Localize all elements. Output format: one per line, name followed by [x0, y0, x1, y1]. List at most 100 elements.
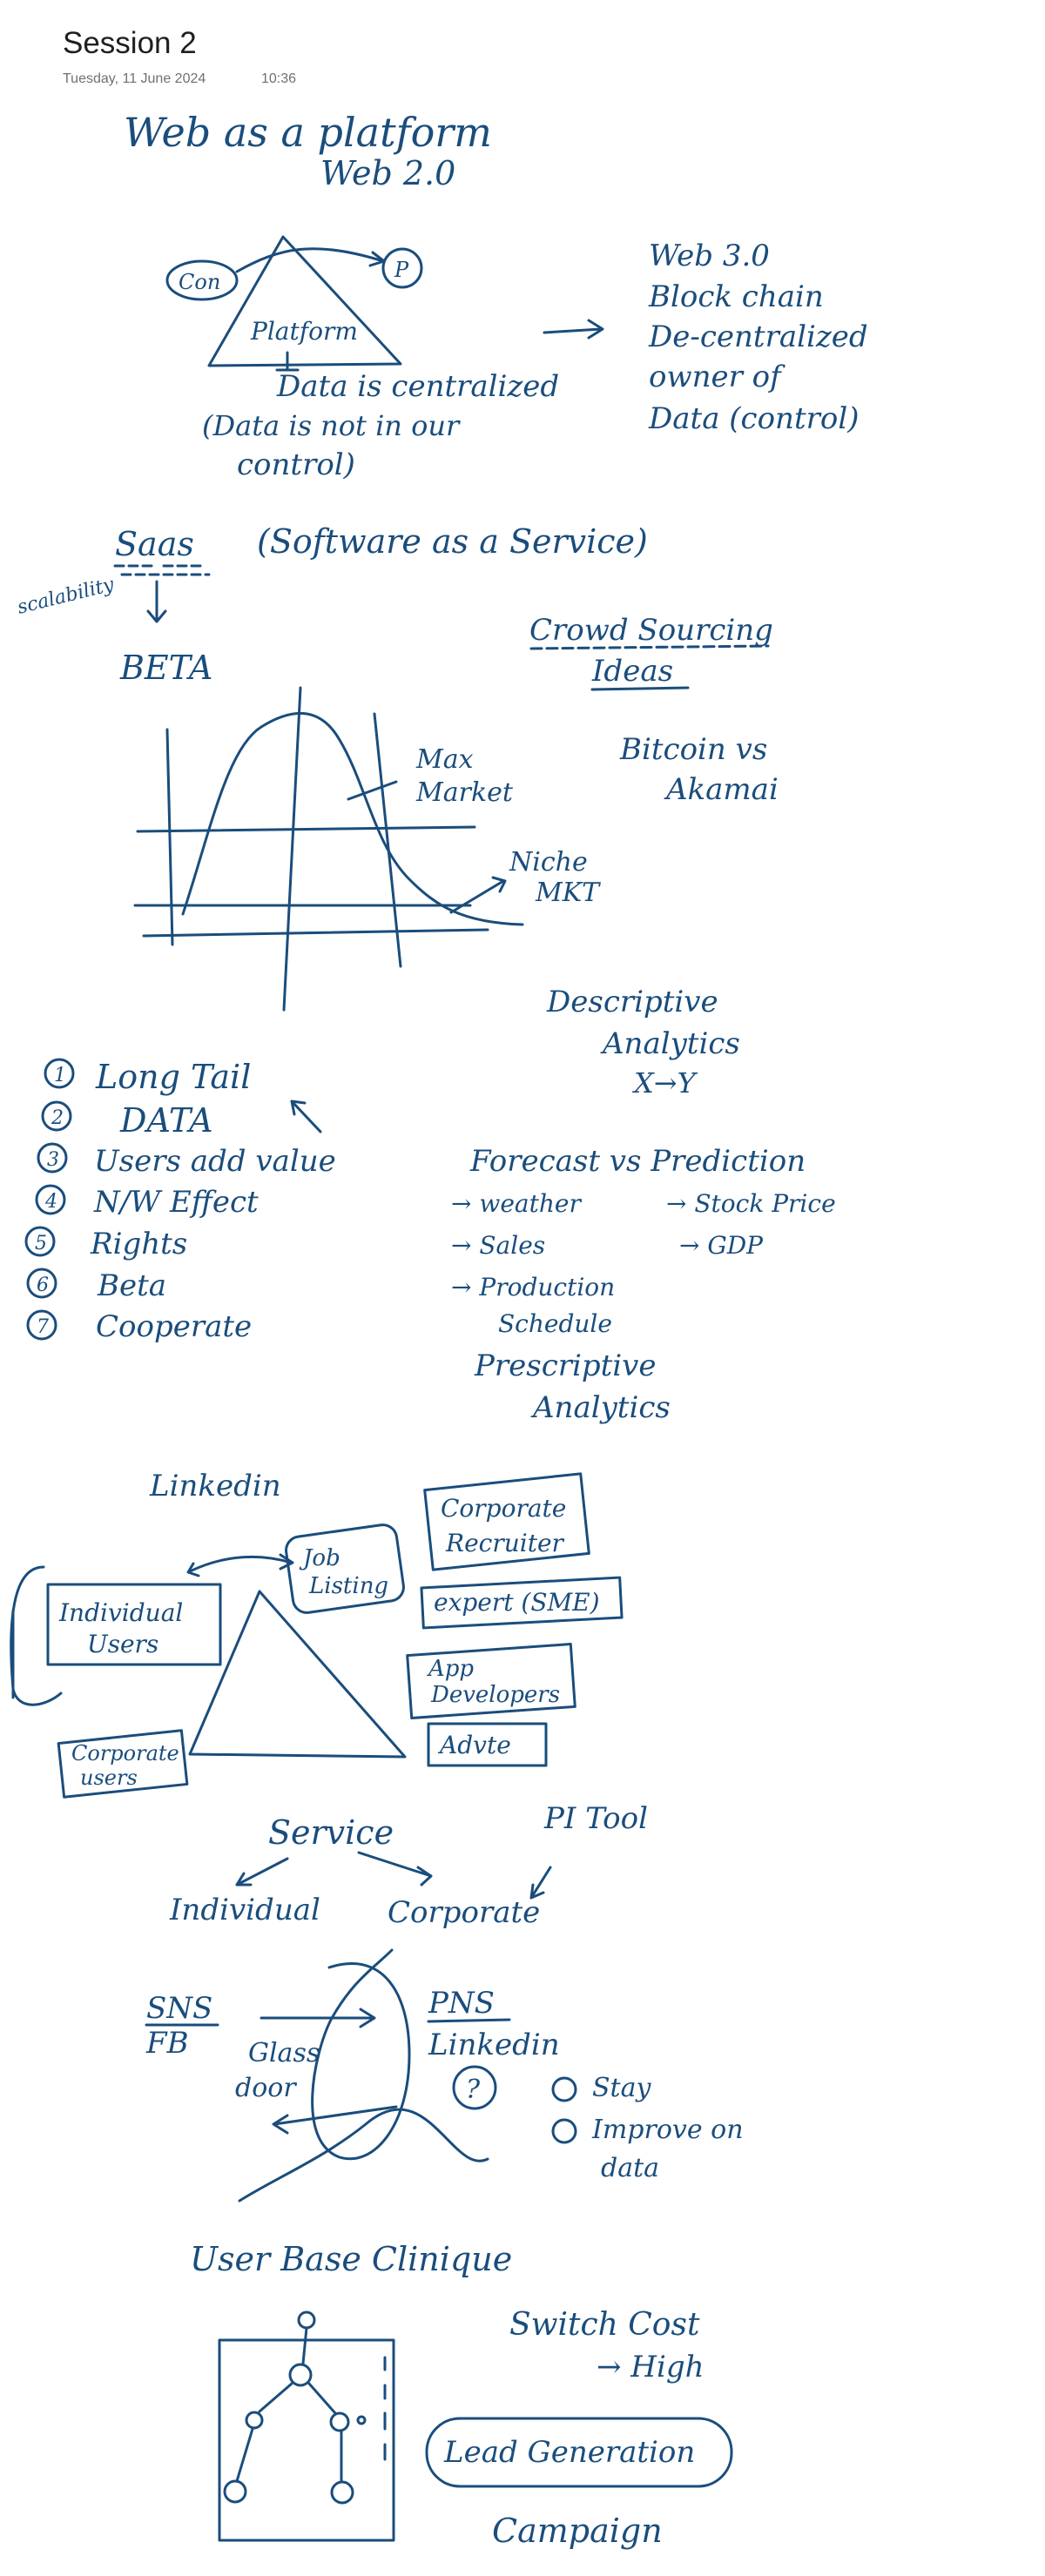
saas-full: (Software as a Service) [257, 522, 648, 561]
web3-line-4: owner of [649, 360, 785, 394]
scalability-arrow [146, 580, 167, 623]
pns-underline [427, 2018, 511, 2023]
arrow-head [368, 251, 386, 267]
individual-users-2: Users [87, 1630, 158, 1658]
descriptive-2: Analytics [600, 1026, 740, 1061]
descriptive-1: Descriptive [546, 985, 718, 1019]
tree-link [301, 2326, 308, 2365]
saas-underline [113, 564, 211, 576]
web3-line-1: Web 3.0 [649, 239, 770, 273]
corporate-recruiter-2: Recruiter [445, 1529, 565, 1557]
bitcoin-label: Bitcoin vs [619, 732, 767, 767]
question-mark: ? [466, 2075, 481, 2105]
tree-link [235, 2427, 254, 2483]
list-number: 2 [51, 1107, 64, 1129]
tree-node [245, 2411, 264, 2430]
web3-line-5: Data (control) [648, 401, 859, 436]
consumer-circle [165, 259, 239, 301]
question-circle [452, 2065, 497, 2110]
pitool-label: PI Tool [543, 1801, 648, 1836]
sns-pns-arrow [260, 2008, 376, 2028]
long-tail-curve [181, 712, 524, 926]
individual-loop [10, 1565, 63, 1706]
page-time: 10:36 [261, 71, 297, 86]
max-market-1: Max [415, 744, 474, 775]
forecast-vs-prediction: Forecast vs Prediction [469, 1144, 806, 1179]
data-arrow [290, 1100, 322, 1133]
platform-triangle [207, 235, 402, 367]
individual-label: Individual [169, 1893, 320, 1927]
forecast-item: → Production [451, 1273, 615, 1301]
list-number: 3 [47, 1149, 59, 1171]
descriptive-3: X→Y [631, 1066, 698, 1100]
heading-web2: Web 2.0 [320, 154, 455, 192]
tree-node [288, 2363, 313, 2387]
producer-label: P [394, 258, 409, 282]
tree-node [356, 2415, 367, 2425]
corporate-label: Corporate [388, 1895, 540, 1930]
graph-vline-2 [282, 686, 302, 1012]
tree-link [258, 2382, 293, 2413]
consumer-producer-arrow [235, 247, 385, 273]
lead-generation: Lead Generation [443, 2435, 695, 2470]
graph-vline-1 [165, 728, 174, 946]
tree-leaf [223, 2479, 247, 2504]
job-listing-2: Listing [308, 1573, 388, 1599]
tree-node [329, 2411, 350, 2432]
list-item: Users add value [94, 1144, 336, 1179]
switch-cost: Switch Cost [509, 2307, 700, 2343]
glassdoor-1: Glass [248, 2038, 320, 2068]
prescriptive-2: Analytics [530, 1390, 671, 1425]
scalability-label: scalability [15, 574, 117, 619]
list-item: Long Tail [95, 1058, 251, 1096]
fb-label: FB [145, 2026, 189, 2061]
beta-label: BETA [119, 649, 212, 687]
corporate-users-1: Corporate [71, 1741, 179, 1766]
list-item: Beta [97, 1268, 166, 1303]
app-developers-box [406, 1643, 576, 1719]
page-title: Session 2 [63, 26, 197, 60]
individual-users-1: Individual [58, 1598, 183, 1627]
producer-circle [381, 247, 423, 289]
individual-users-box [46, 1583, 222, 1666]
list-item: Rights [90, 1227, 187, 1261]
crossing-curve-1 [311, 1948, 411, 2161]
bullet-1-circle [551, 2076, 577, 2102]
corporate-users-2: users [80, 1766, 138, 1790]
prescriptive-1: Prescriptive [474, 1349, 657, 1383]
users-jobs-arrow [186, 1553, 294, 1577]
not-in-control-text-2: control) [237, 447, 355, 482]
app-developers-2: Developers [430, 1682, 560, 1708]
ideas-underline [590, 686, 690, 691]
improve-1: Improve on [591, 2115, 744, 2145]
crowd-underline [529, 644, 770, 650]
list-item: Cooperate [96, 1309, 252, 1344]
not-in-control-text-1: (Data is not in our [202, 409, 461, 442]
campaign-label: Campaign [492, 2512, 663, 2550]
prediction-item: → GDP [679, 1231, 764, 1260]
numbered-list: 1 Long Tail 2 DATA 3 Users add value 4 N… [24, 1058, 336, 1344]
crossing-curve-2 [238, 2108, 489, 2203]
sns-label: SNS [146, 1991, 212, 2026]
platform-label: Platform [250, 317, 358, 346]
web3-line-2: Block chain [648, 279, 824, 314]
bullet-2-circle [551, 2118, 577, 2144]
akamai-label: Akamai [664, 772, 779, 807]
niche-pointer [449, 876, 507, 914]
tree-leaf [330, 2480, 354, 2505]
service-arrow-left [235, 1857, 289, 1887]
list-number: 7 [37, 1316, 49, 1338]
expert-box [420, 1576, 624, 1630]
graph-hline-1 [136, 825, 476, 833]
advertise-box [427, 1722, 548, 1767]
glassdoor-2: door [235, 2073, 297, 2103]
centralized-text: Data is centralized [276, 369, 559, 404]
niche-2: MKT [535, 878, 601, 908]
list-item: DATA [119, 1101, 213, 1140]
graph-vline-3 [373, 712, 402, 968]
ideas-label: Ideas [591, 654, 673, 689]
list-number: 6 [37, 1275, 49, 1296]
improve-2: data [601, 2153, 659, 2183]
graph-hline-3 [142, 928, 489, 938]
